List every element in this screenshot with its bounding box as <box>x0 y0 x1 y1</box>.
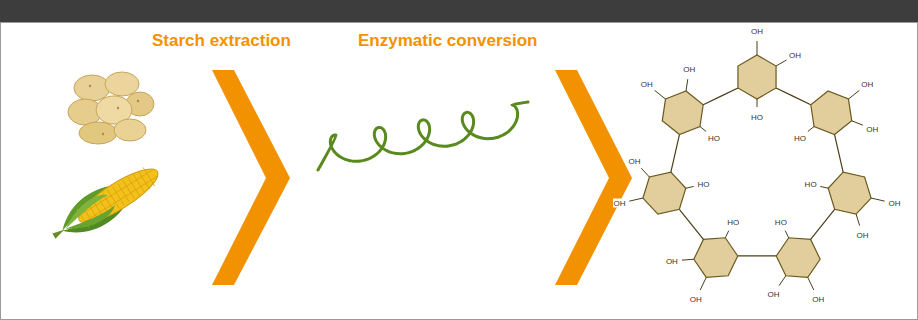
glucose-ring <box>811 91 852 135</box>
process-chevron <box>555 70 632 285</box>
glucose-ring <box>828 172 871 214</box>
figure-frame <box>1 23 918 320</box>
hydroxyl-label: OH <box>640 80 654 89</box>
potato-picture <box>68 72 154 144</box>
glucose-ring <box>738 55 776 99</box>
glucose-ring <box>694 238 738 278</box>
hydroxyl-label: HO <box>696 180 710 189</box>
hydroxyl-label: HO <box>804 180 818 189</box>
glucose-ring <box>643 172 686 214</box>
starch-chain <box>318 102 528 170</box>
glucose-ring <box>662 91 703 135</box>
hydroxyl-label: OH <box>766 289 780 298</box>
process-chevron <box>212 70 290 285</box>
hydroxyl-label: OH <box>627 156 641 165</box>
hydroxyl-label: OH <box>682 65 696 74</box>
hydroxyl-label: OH <box>665 256 679 265</box>
step-heading: Enzymatic conversion <box>358 31 538 51</box>
hydroxyl-label: OH <box>856 231 870 240</box>
hydroxyl-label: HO <box>726 217 740 226</box>
hydroxyl-label: HO <box>750 113 764 122</box>
hydroxyl-label: OH <box>788 51 802 60</box>
glucose-ring <box>776 238 820 278</box>
corn-picture <box>45 157 167 251</box>
title-bar <box>0 0 918 22</box>
cyclodextrin-structure <box>629 41 884 290</box>
hydroxyl-label: OH <box>613 199 627 208</box>
hydroxyl-label: OH <box>860 80 874 89</box>
step-heading: Starch extraction <box>152 31 291 51</box>
hydroxyl-label: OH <box>689 295 703 304</box>
hydroxyl-label: HO <box>707 133 721 142</box>
hydroxyl-label: OH <box>865 124 879 133</box>
hydroxyl-label: HO <box>774 217 788 226</box>
hydroxyl-label: HO <box>793 133 807 142</box>
hydroxyl-label: OH <box>887 199 901 208</box>
hydroxyl-label: OH <box>811 295 825 304</box>
hydroxyl-label: OH <box>750 27 764 36</box>
